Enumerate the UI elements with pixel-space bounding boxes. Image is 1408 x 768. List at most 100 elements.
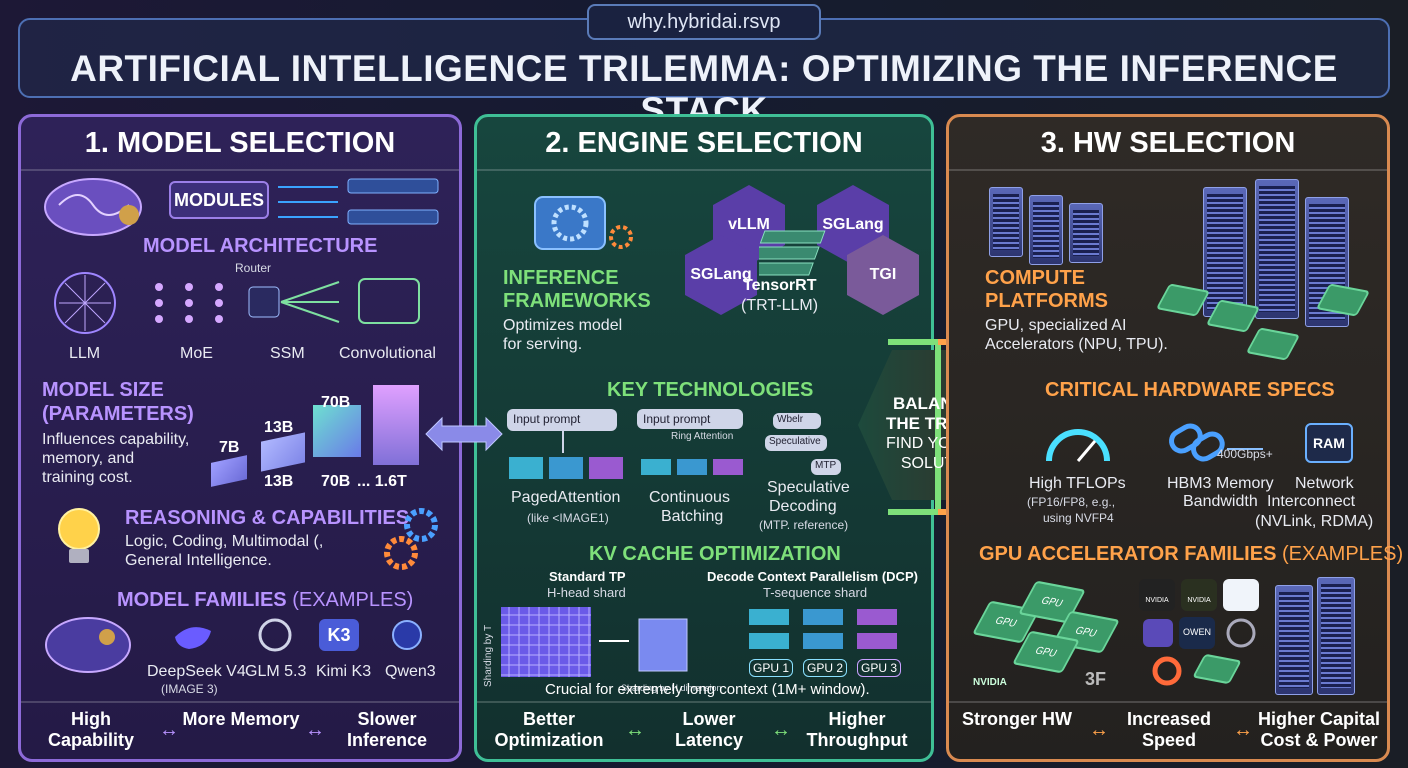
qwen-logo-icon bbox=[392, 620, 422, 650]
tp-subtitle: H-head shard bbox=[547, 585, 626, 600]
spec-tflops-3: using NVFP4 bbox=[1043, 511, 1114, 525]
engine-footer: Better Optimization ↔ Lower Latency ↔ Hi… bbox=[477, 701, 931, 759]
cube-70b bbox=[313, 405, 361, 457]
shard-h-label: Sharding by H dimension bbox=[621, 683, 722, 693]
cube-7b bbox=[211, 455, 247, 487]
reasoning-desc-1: Logic, Coding, Multimodal (, bbox=[125, 533, 324, 550]
gpu-families-suffix: (EXAMPLES) bbox=[1281, 543, 1404, 565]
speculative-box: Speculative bbox=[765, 435, 827, 451]
arch-moe: MoE bbox=[180, 345, 213, 362]
spec-tflops: High TFLOPs bbox=[1029, 475, 1126, 492]
family-qwen: Qwen3 bbox=[385, 663, 436, 680]
deepseek-logo-icon bbox=[175, 627, 211, 649]
reasoning-desc-2: General Intelligence. bbox=[125, 552, 272, 569]
size-desc-3: training cost. bbox=[42, 469, 133, 486]
hw-footer: Stronger HW ↔ Increased Speed ↔ Higher C… bbox=[949, 701, 1387, 759]
tech-spec-note: (MTP. reference) bbox=[759, 518, 849, 532]
footer-slower-inference: Slower Inference bbox=[346, 709, 428, 750]
server-icon-3 bbox=[1069, 203, 1103, 263]
arch-ssm: SSM bbox=[270, 345, 305, 362]
tech-continuous: Continuous bbox=[649, 489, 730, 506]
tech-decoding: Decoding bbox=[769, 498, 837, 515]
paged-attention-icon bbox=[509, 431, 623, 479]
input-prompt-box: Input prompt bbox=[507, 409, 617, 431]
tensorrt-stack-icon bbox=[759, 230, 826, 276]
gpu-chip-3 bbox=[1245, 327, 1301, 361]
gpu-1-box: GPU 1 bbox=[749, 659, 793, 677]
footer-arrow-2: ↔ bbox=[305, 719, 325, 741]
footer-capital-cost: Higher Capital Cost & Power bbox=[1257, 709, 1381, 750]
server-rack-5 bbox=[1317, 577, 1355, 695]
tp-title: Standard TP bbox=[549, 569, 626, 584]
frameworks-desc-1: Optimizes model bbox=[503, 317, 623, 334]
family-note: (IMAGE 3) bbox=[161, 682, 218, 696]
engine-selection-panel: 2. ENGINE SELECTION INFERENCE FRAMEWORKS… bbox=[474, 114, 934, 762]
footer-arrow-4: ↔ bbox=[771, 719, 791, 741]
tech-paged-attention-note: (like <IMAGE1) bbox=[527, 511, 609, 525]
family-kimi: Kimi K3 bbox=[316, 663, 372, 680]
double-arrow-icon bbox=[425, 416, 503, 452]
hardware-specs-title: CRITICAL HARDWARE SPECS bbox=[1045, 379, 1335, 401]
spec-hbm3: HBM3 Memory bbox=[1167, 475, 1274, 492]
cerebras-logo-icon bbox=[1223, 579, 1259, 611]
gpu-2-box: GPU 2 bbox=[803, 659, 847, 677]
compute-desc-2: Accelerators (NPU, TPU). bbox=[985, 336, 1168, 353]
arch-llm: LLM bbox=[69, 345, 101, 362]
footer-better-optimization: Better Optimization bbox=[494, 709, 604, 750]
compute-title-1: COMPUTE bbox=[985, 267, 1085, 289]
spec-interconnect: Interconnect bbox=[1267, 493, 1356, 510]
model-size-title-2: (PARAMETERS) bbox=[42, 403, 194, 425]
model-size-title-1: MODEL SIZE bbox=[42, 379, 164, 401]
cube-13b bbox=[261, 432, 305, 472]
openai-logo-icon bbox=[1226, 618, 1256, 648]
size-1-6t: ... 1.6T bbox=[357, 473, 407, 490]
model-architecture-title: MODEL ARCHITECTURE bbox=[143, 235, 378, 257]
server-rack-1 bbox=[1203, 187, 1247, 317]
size-13b: 13B bbox=[264, 473, 294, 490]
cube-1-6t bbox=[373, 385, 419, 465]
kv-cache-title: KV CACHE OPTIMIZATION bbox=[589, 543, 841, 565]
spec-network: Network bbox=[1295, 475, 1354, 492]
lightbulb-icon bbox=[58, 508, 100, 563]
shard-t-label: Sharding by T bbox=[483, 624, 494, 687]
family-deepseek: DeepSeek V4 bbox=[147, 663, 246, 680]
footer-high-capability: High Capability bbox=[47, 709, 135, 750]
frameworks-desc-2: for serving. bbox=[503, 336, 583, 353]
modules-box: MODULES bbox=[169, 181, 269, 219]
size-70b-top: 70B bbox=[321, 394, 351, 411]
glm-logo-icon bbox=[258, 618, 292, 652]
kv-note: Crucial for extremely long context (1M+ … bbox=[545, 681, 870, 698]
model-families-title: MODEL FAMILIES bbox=[117, 589, 287, 611]
server-rack-2 bbox=[1255, 179, 1299, 319]
model-families-heading: MODEL FAMILIES (EXAMPLES) bbox=[117, 589, 413, 612]
gpu-families-title: GPU ACCELERATOR FAMILIES bbox=[979, 543, 1277, 565]
ram-chip-icon: RAM bbox=[1305, 423, 1353, 463]
size-13b-top: 13B bbox=[264, 419, 294, 436]
model-footer: High Capability ↔ More Memory ↔ Slower I… bbox=[21, 701, 459, 759]
footer-arrow-5: ↔ bbox=[1089, 719, 1109, 741]
mtp-box: MTP bbox=[811, 459, 841, 475]
hw-selection-panel: 3. HW SELECTION COMPUTE PLATFORMS GPU, s… bbox=[946, 114, 1403, 762]
bandwidth-label: 400Gbps+ bbox=[1217, 447, 1273, 461]
continuous-batching-icon bbox=[641, 459, 743, 475]
footer-stronger-hw: Stronger HW bbox=[962, 709, 1072, 729]
size-desc-2: memory, and bbox=[42, 450, 135, 467]
key-technologies-title: KEY TECHNOLOGIES bbox=[607, 379, 814, 401]
tensorrt-label: TensorRT bbox=[743, 277, 817, 294]
server-rack-4 bbox=[1275, 585, 1313, 695]
tech-batching: Batching bbox=[661, 508, 724, 525]
engine-icon bbox=[534, 196, 633, 250]
hw-selection-header: 3. HW SELECTION bbox=[949, 117, 1387, 171]
footer-arrow-3: ↔ bbox=[625, 719, 645, 741]
tensorrt-sublabel: (TRT-LLM) bbox=[741, 297, 819, 314]
kimi-logo-icon: K3 bbox=[319, 619, 359, 651]
url-badge[interactable]: why.hybridai.rsvp bbox=[587, 4, 821, 40]
footer-arrow-6: ↔ bbox=[1233, 719, 1253, 741]
dcp-subtitle: T-sequence shard bbox=[763, 585, 868, 600]
frameworks-title-1: INFERENCE bbox=[503, 267, 619, 289]
ring-attention-label: Ring Attention bbox=[671, 431, 734, 442]
dcp-title: Decode Context Parallelism (DCP) bbox=[707, 569, 918, 584]
nvidia-logo-1: NVIDIA bbox=[973, 677, 1007, 688]
arch-convolutional: Convolutional bbox=[339, 345, 436, 362]
spec-bandwidth: Bandwidth bbox=[1183, 493, 1258, 510]
